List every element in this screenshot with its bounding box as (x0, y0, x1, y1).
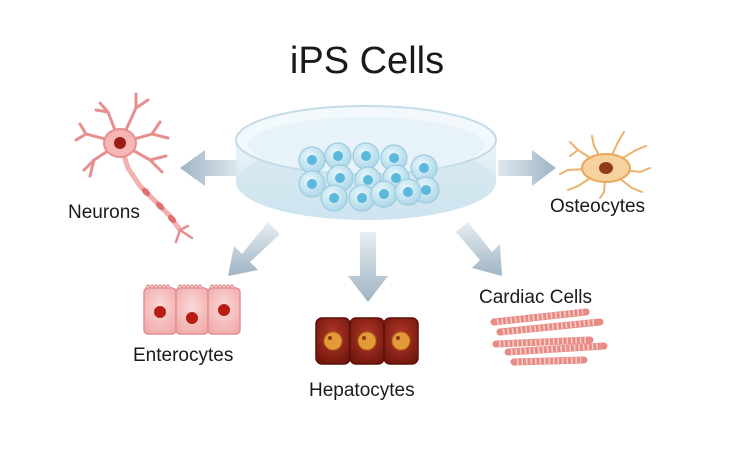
arrow-down-right (456, 222, 502, 276)
hepatocyte-cells (315, 317, 419, 365)
stem-cell-nucleus (419, 163, 429, 173)
cardiac-striation (496, 309, 584, 325)
stem-cell-nucleus (379, 189, 389, 199)
cardiac-striation (516, 357, 582, 365)
stem-cell-nucleus (335, 173, 345, 183)
stem-cell-cluster (298, 142, 440, 212)
stem-cell-nucleus (403, 187, 413, 197)
stem-cell-nucleus (361, 151, 371, 161)
label-hepatocytes: Hepatocytes (309, 380, 415, 401)
stem-cell-nucleus (391, 173, 401, 183)
label-neurons: Neurons (68, 202, 140, 223)
arrow-right (498, 150, 556, 186)
label-cardiac-cells: Cardiac Cells (479, 287, 592, 308)
cardiac-fiber (490, 308, 590, 326)
stem-cell-nucleus (307, 179, 317, 189)
arrow-down-center (348, 232, 388, 302)
stem-cell-nucleus (333, 151, 343, 161)
stem-cell-nucleus (357, 193, 367, 203)
stem-cell-nucleus (307, 155, 317, 165)
cardiac-fiber (492, 336, 594, 348)
label-enterocytes: Enterocytes (133, 345, 234, 366)
diagram-title: iPS Cells (289, 40, 445, 82)
neuron-cell (74, 92, 194, 244)
osteocyte-cell (559, 131, 651, 199)
cardiac-cells (490, 308, 608, 366)
stem-cell-nucleus (329, 193, 339, 203)
cardiac-striation (498, 337, 588, 347)
arrow-left (180, 150, 240, 186)
stem-cell-nucleus (363, 175, 373, 185)
enterocyte-cells (143, 284, 241, 335)
stem-cell-nucleus (421, 185, 431, 195)
cardiac-striation (510, 343, 602, 355)
arrow-down-left (228, 222, 280, 276)
label-osteocytes: Osteocytes (550, 196, 646, 217)
stem-cell-nucleus (389, 153, 399, 163)
